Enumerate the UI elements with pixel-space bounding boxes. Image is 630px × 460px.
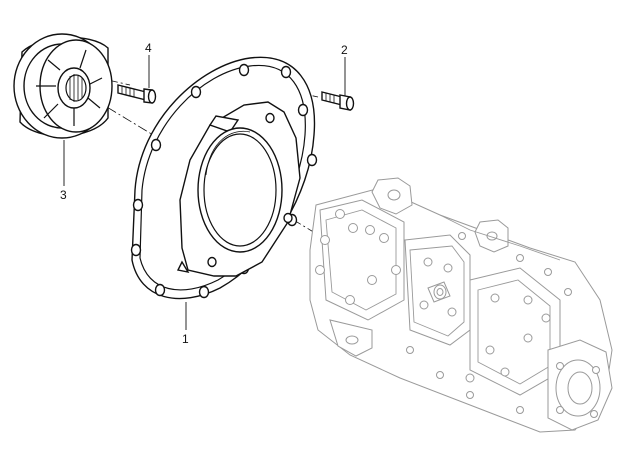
pump-flange-bolts: [315, 209, 401, 305]
callout-2: 2: [341, 43, 348, 57]
hydraulic-pump: [309, 177, 613, 433]
bolt-2: [321, 91, 355, 111]
flange-holes: [130, 63, 318, 299]
leader-lines: [63, 55, 346, 330]
callout-4: 4: [145, 41, 152, 55]
callout-1: 1: [182, 332, 189, 346]
bolt-4: [117, 84, 157, 104]
callout-3: 3: [60, 188, 67, 202]
flange-plate: [130, 56, 318, 300]
coupling: [13, 33, 113, 139]
callout-labels: 4 2 3 1: [60, 41, 348, 346]
